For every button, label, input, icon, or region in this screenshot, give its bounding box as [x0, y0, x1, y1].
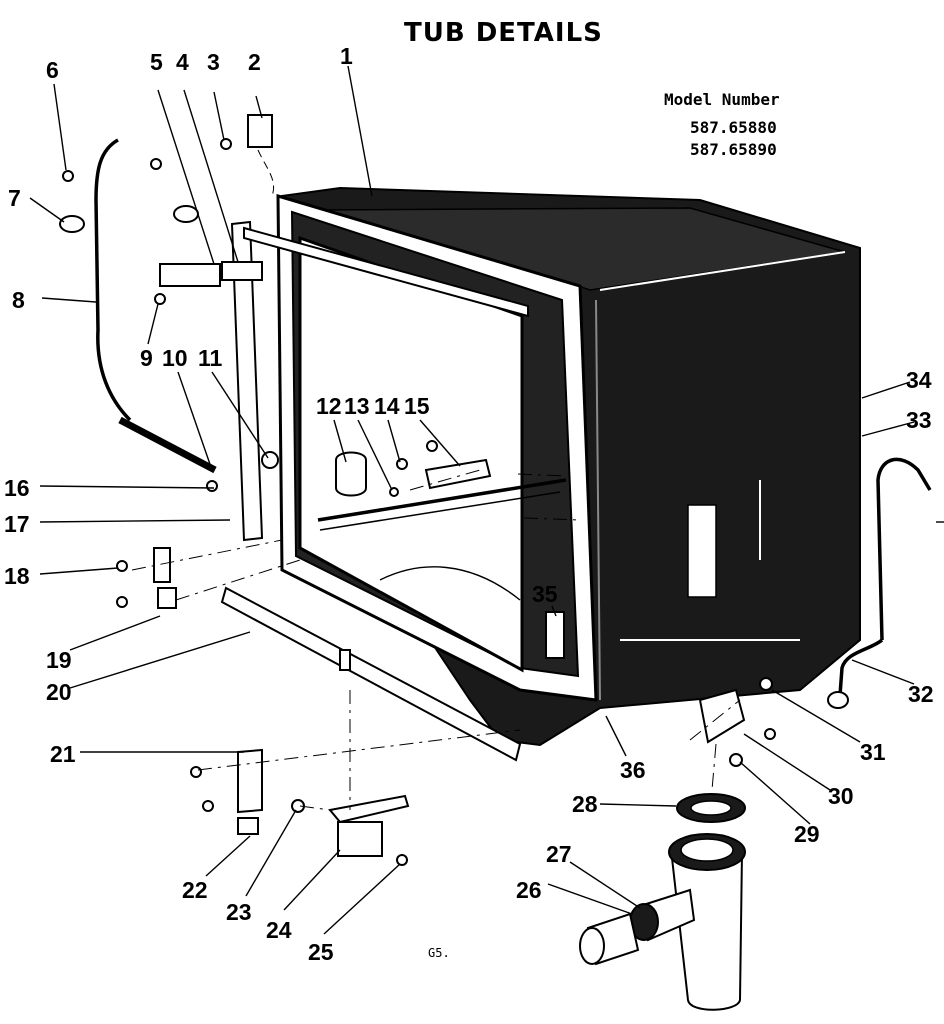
- callout-12: 12: [316, 393, 342, 419]
- callout-2: 2: [248, 49, 261, 75]
- drain-assembly: [579, 793, 746, 1011]
- callout-36: 36: [620, 757, 646, 783]
- callout-14: 14: [374, 393, 400, 419]
- callout-25: 25: [308, 939, 334, 965]
- callout-26: 26: [516, 877, 542, 903]
- callout-33: 33: [906, 407, 932, 433]
- figure-code: G5.: [428, 946, 450, 960]
- callout-30: 30: [828, 783, 854, 809]
- hardware: [59, 114, 776, 866]
- callout-8: 8: [12, 287, 25, 313]
- callout-11: 11: [198, 345, 223, 371]
- diagram-title: TUB DETAILS: [404, 18, 603, 48]
- model-number-2: 587.65890: [690, 140, 777, 159]
- callout-28: 28: [572, 791, 598, 817]
- callout-18: 18: [4, 563, 30, 589]
- callout-17: 17: [4, 511, 30, 537]
- callout-15: 15: [404, 393, 430, 419]
- centerlines: [131, 149, 741, 811]
- callout-34: 34: [906, 367, 932, 393]
- callout-7: 7: [8, 185, 21, 211]
- callout-31: 31: [860, 739, 886, 765]
- callout-numbers: 1 2 3 4 5 6 7 8 9 10 11 12 13 14 15 16 1…: [4, 43, 934, 965]
- callout-5: 5: [150, 49, 163, 75]
- callout-27: 27: [546, 841, 572, 867]
- callout-20: 20: [46, 679, 72, 705]
- callout-32: 32: [908, 681, 934, 707]
- callout-3: 3: [207, 49, 220, 75]
- callout-10: 10: [162, 345, 188, 371]
- callout-24: 24: [266, 917, 292, 943]
- callout-1: 1: [340, 43, 353, 69]
- callout-35: 35: [532, 581, 558, 607]
- callout-4: 4: [176, 49, 189, 75]
- callout-19: 19: [46, 647, 72, 673]
- door-frame-parts: [159, 220, 529, 762]
- hoses: [94, 138, 932, 709]
- leader-lines: [29, 65, 944, 935]
- callout-29: 29: [794, 821, 820, 847]
- callout-23: 23: [226, 899, 252, 925]
- model-number-heading: Model Number: [664, 90, 780, 109]
- callout-9: 9: [140, 345, 153, 371]
- model-number-1: 587.65880: [690, 118, 777, 137]
- callout-6: 6: [46, 57, 59, 83]
- callout-22: 22: [182, 877, 208, 903]
- callout-16: 16: [4, 475, 30, 501]
- callout-13: 13: [344, 393, 370, 419]
- callout-21: 21: [50, 741, 76, 767]
